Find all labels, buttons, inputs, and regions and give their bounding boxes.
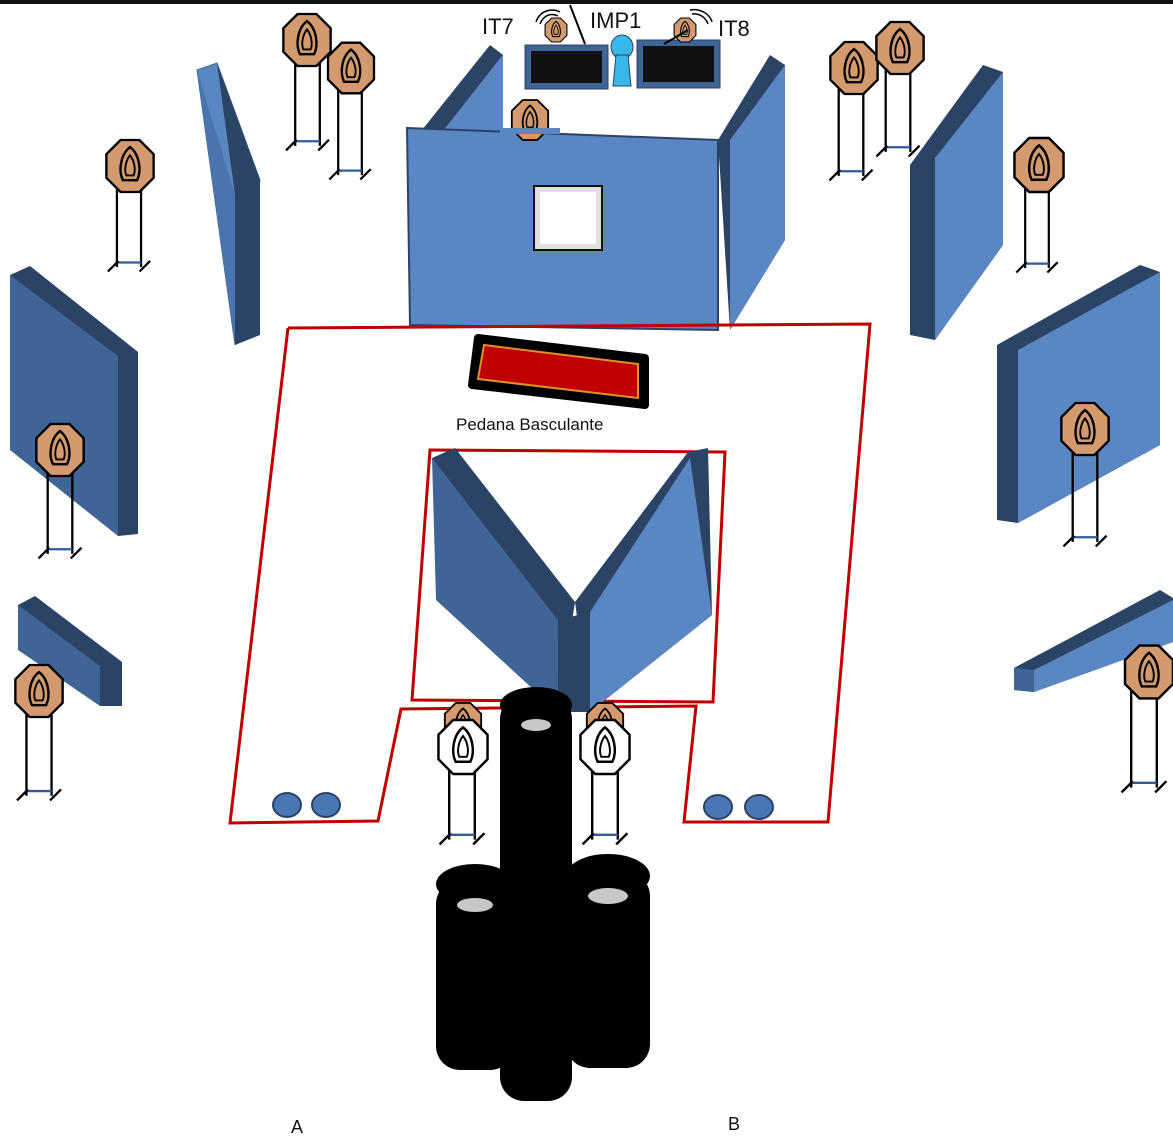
swinger-arrow-icon [535,9,561,25]
it8-swinger-target [663,8,713,45]
right-wall-middle [997,265,1160,523]
it7-screen [524,44,609,90]
left-wall-upper [196,62,261,346]
no-shoot-target-icon [579,718,631,776]
it8-screen [636,39,721,89]
center-barricade-top [405,45,785,332]
imp1-label: IMP1 [590,8,641,33]
center-v-wall [432,448,712,712]
right-wall-upper [910,65,1003,340]
swinger-arrow-icon [689,8,713,25]
start-a-label: A [291,1117,303,1137]
it8-label: IT8 [718,16,750,41]
right-wall-lower [1014,590,1173,692]
start-position-a-markers [272,792,341,818]
tire-stack-center-front [500,687,572,1101]
target-behind-barricade [500,98,560,142]
it7-swinger-target [535,4,586,45]
tire-stack-right [566,854,650,1068]
popper-icon [610,34,634,87]
left-wall-lower [18,596,122,706]
pedana-label: Pedana Basculante [456,415,603,434]
left-wall-middle [10,266,138,536]
no-shoot-target-icon [437,718,489,776]
tilting-platform [468,334,649,409]
barricade-window [533,185,603,251]
start-b-label: B [728,1114,740,1134]
tire-stack-left [436,864,514,1070]
start-position-b-markers [703,794,774,820]
it7-label: IT7 [482,14,514,39]
fault-lines [228,322,872,825]
